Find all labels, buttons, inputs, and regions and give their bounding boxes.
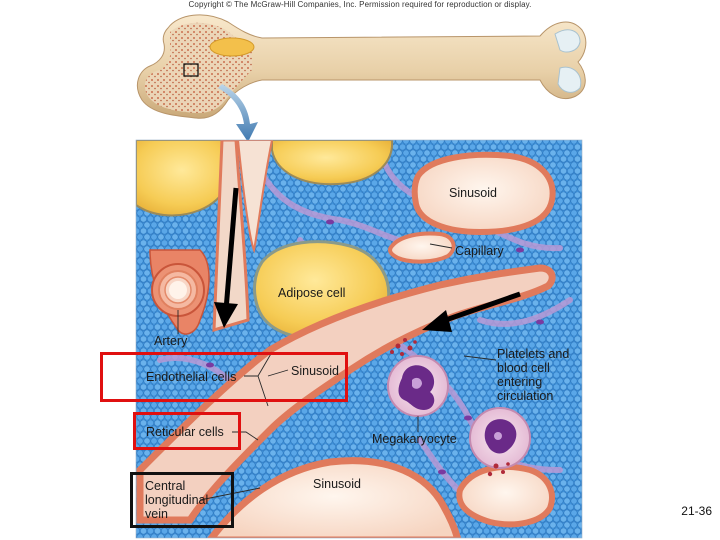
label-central-vein-line1: Central (145, 479, 186, 493)
label-adipose-cell: Adipose cell (278, 286, 346, 300)
megakaryocyte (387, 355, 449, 417)
arrow-left-icon (439, 291, 521, 325)
leader-lines (177, 243, 497, 501)
label-reticular-cells: Reticular cells (146, 425, 224, 439)
sinusoid-middle (136, 264, 556, 524)
arrow-left-head-icon (422, 310, 452, 332)
label-sinusoid-top: Sinusoid (449, 186, 497, 200)
label-central-vein: Central longitudinal vein (145, 479, 208, 521)
endothelial-highlight-box (100, 352, 348, 402)
label-platelets: Platelets and blood cell entering circul… (497, 347, 569, 403)
label-sinusoid-mid: Sinusoid (291, 364, 339, 378)
label-platelets-line4: circulation (497, 389, 554, 403)
label-sinusoid-bottom: Sinusoid (313, 477, 361, 491)
reticular-highlight-box (133, 412, 241, 450)
zoom-arrow-icon (218, 84, 258, 142)
capillary (388, 231, 456, 264)
label-central-vein-line2: longitudinal (145, 493, 209, 507)
label-platelets-line2: blood cell (497, 361, 550, 375)
annotation-arrows (214, 187, 521, 332)
label-artery: Artery (154, 334, 188, 348)
marrow-section-panel (136, 140, 582, 538)
label-platelets-line3: entering (497, 375, 543, 389)
label-capillary: Capillary (455, 244, 504, 258)
artery (149, 249, 210, 335)
label-megakaryocyte: Megakaryocyte (372, 432, 457, 446)
arrow-down-head-icon (214, 302, 238, 328)
central-vein-highlight-box (130, 472, 234, 528)
slide-number: 21-36 (681, 504, 712, 518)
sinusoid-top (411, 151, 556, 236)
label-central-vein-line3: vein (145, 507, 168, 521)
label-endothelial-cells: Endothelial cells (146, 370, 237, 384)
magnified-region-box (183, 63, 199, 77)
label-platelets-line1: Platelets and (497, 347, 570, 361)
arrow-down-icon (223, 187, 239, 311)
copyright-notice: Copyright © The McGraw-Hill Companies, I… (188, 0, 532, 9)
femur-bone (137, 14, 587, 119)
megakaryocyte-2 (469, 407, 531, 469)
